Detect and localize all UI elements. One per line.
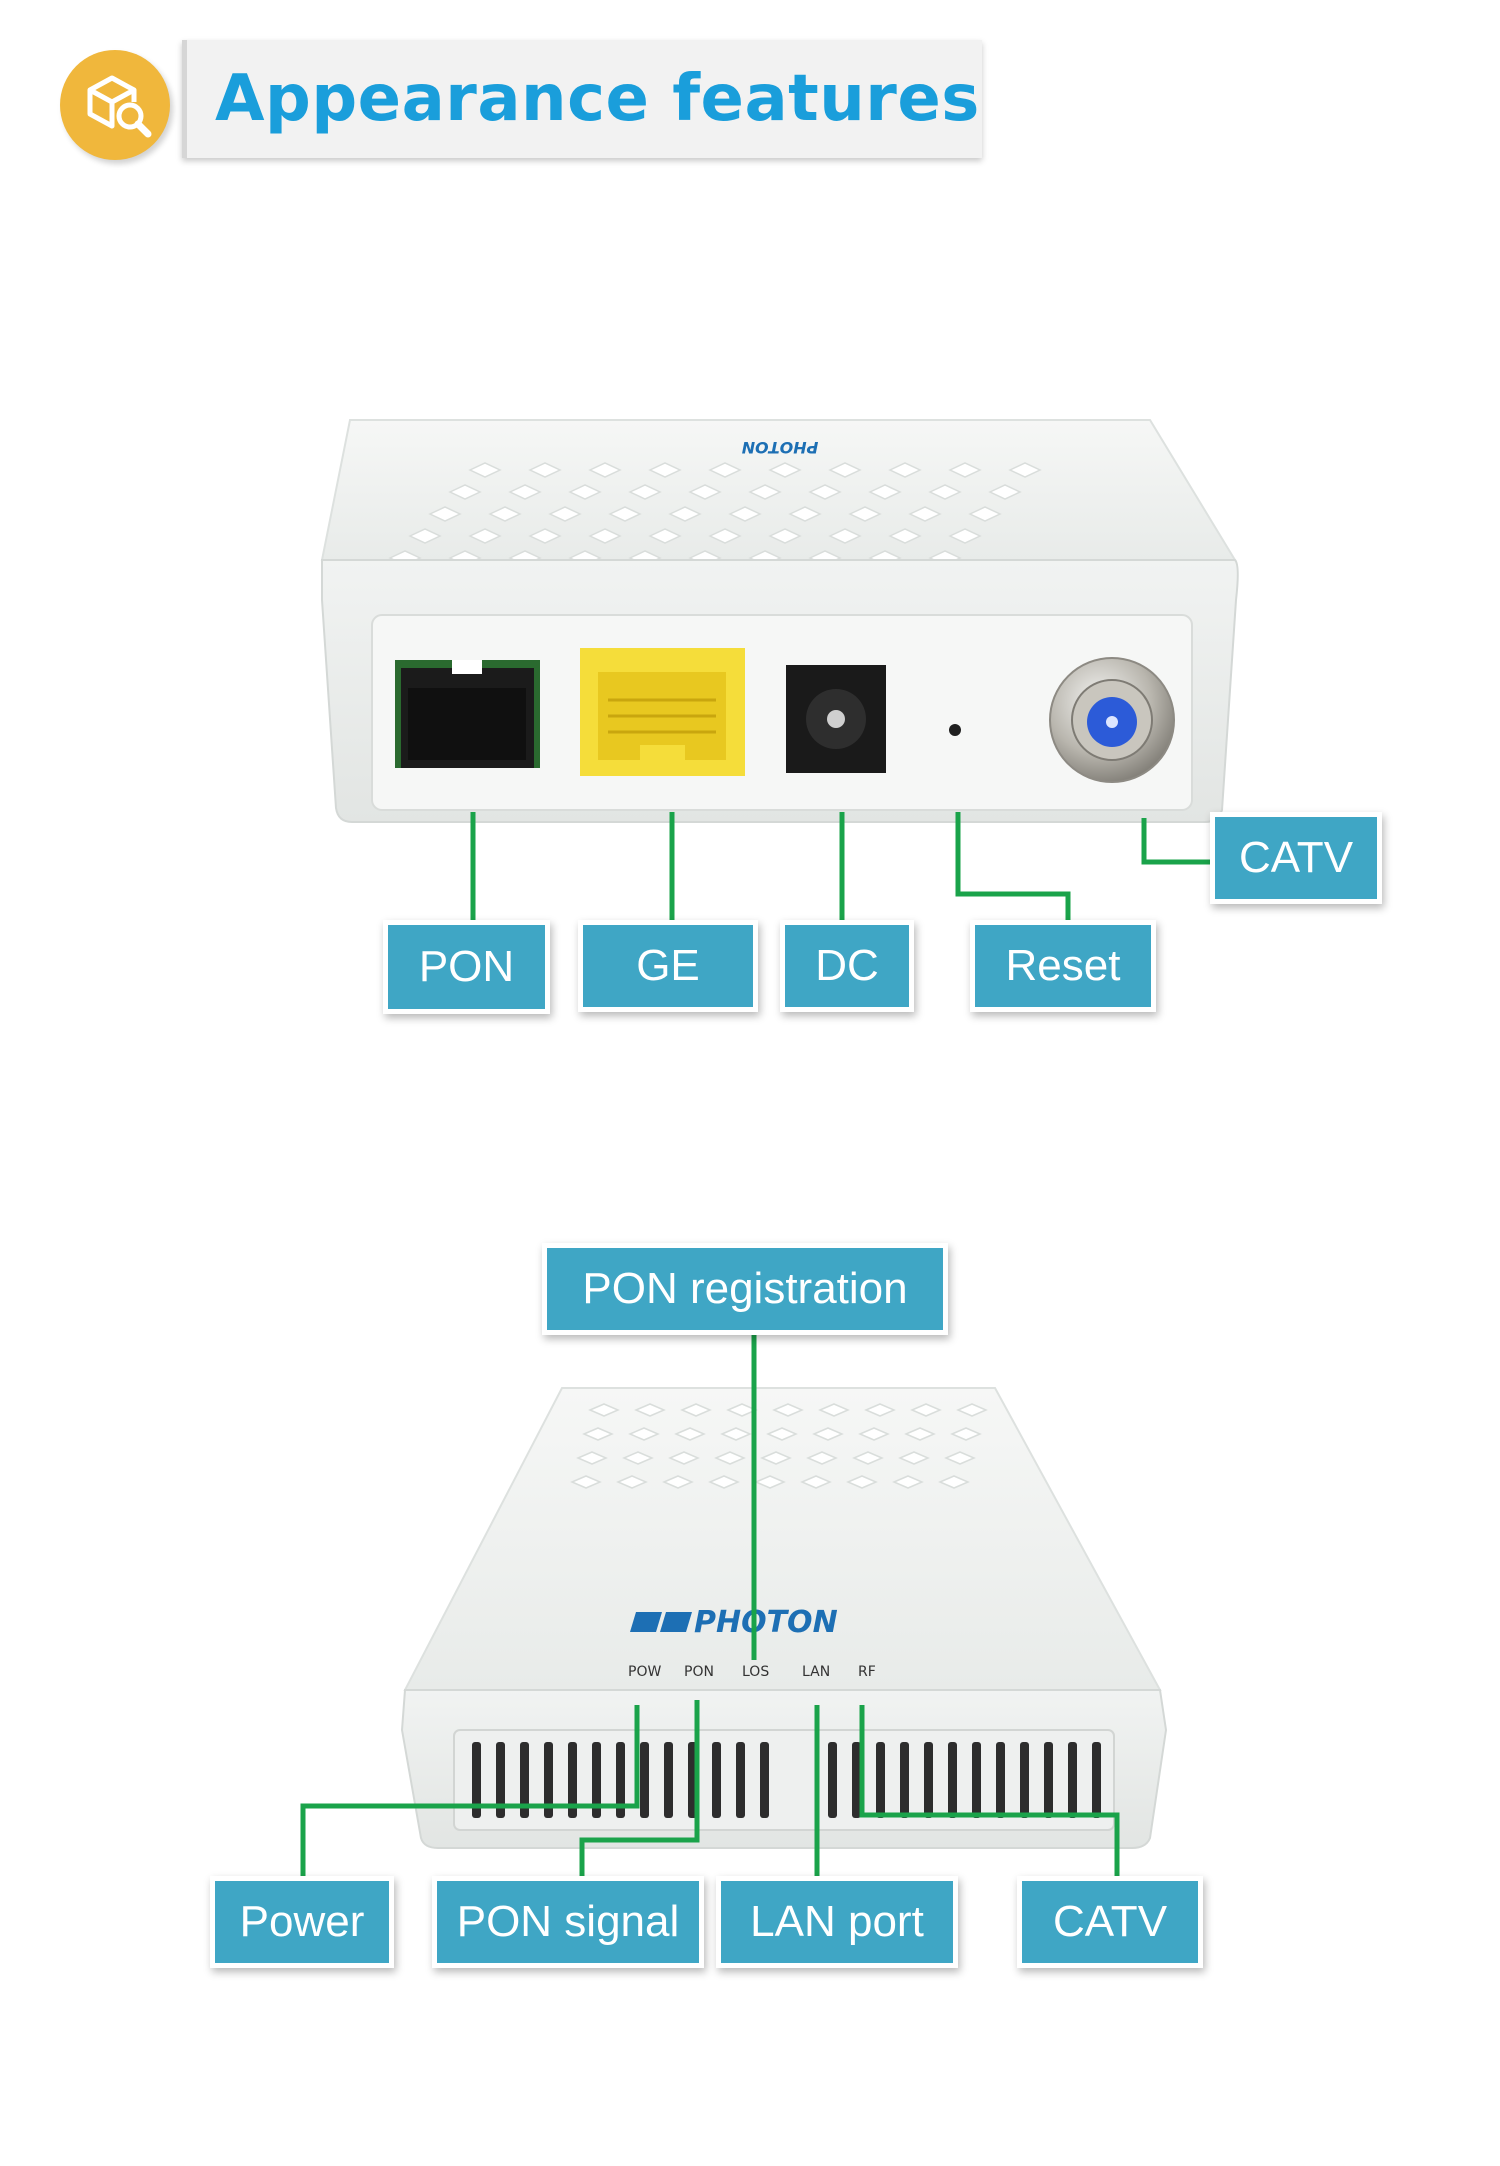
svg-text:PON: PON	[684, 1664, 714, 1680]
header-bar: Appearance features	[182, 40, 982, 158]
reset-pinhole	[949, 724, 961, 736]
svg-text:LOS: LOS	[742, 1664, 769, 1680]
front-leader-lines	[300, 1333, 1120, 1876]
led-labels: POW PON LOS LAN RF	[628, 1664, 876, 1680]
ge-port	[580, 648, 745, 776]
catv-port	[1049, 657, 1175, 783]
back-brand-logo: PHOTON	[741, 438, 818, 457]
callout-power: Power	[210, 1876, 394, 1968]
back-panel-device: PHOTON	[320, 419, 1239, 823]
pon-port	[395, 660, 540, 768]
box-magnifier-icon	[60, 50, 170, 160]
callout-pon: PON	[383, 920, 550, 1014]
callout-catv-back: CATV	[1210, 812, 1382, 904]
callout-lan-port: LAN port	[716, 1876, 958, 1968]
callout-dc: DC	[780, 920, 914, 1012]
svg-text:RF: RF	[858, 1664, 876, 1680]
svg-text:PHOTON: PHOTON	[694, 1605, 838, 1640]
page-title: Appearance features	[215, 62, 980, 136]
svg-text:LAN: LAN	[802, 1664, 830, 1680]
callout-ge: GE	[578, 920, 758, 1012]
svg-text:POW: POW	[628, 1664, 661, 1680]
callout-reset: Reset	[970, 920, 1156, 1012]
front-panel-device: PHOTON POW PON LOS LAN RF	[400, 1387, 1168, 1849]
front-brand-logo: PHOTON	[630, 1605, 838, 1640]
dc-port	[786, 665, 886, 773]
back-leader-lines	[470, 812, 1210, 920]
callout-catv-front: CATV	[1017, 1876, 1203, 1968]
callout-pon-registration: PON registration	[542, 1243, 948, 1335]
callout-pon-signal: PON signal	[432, 1876, 704, 1968]
